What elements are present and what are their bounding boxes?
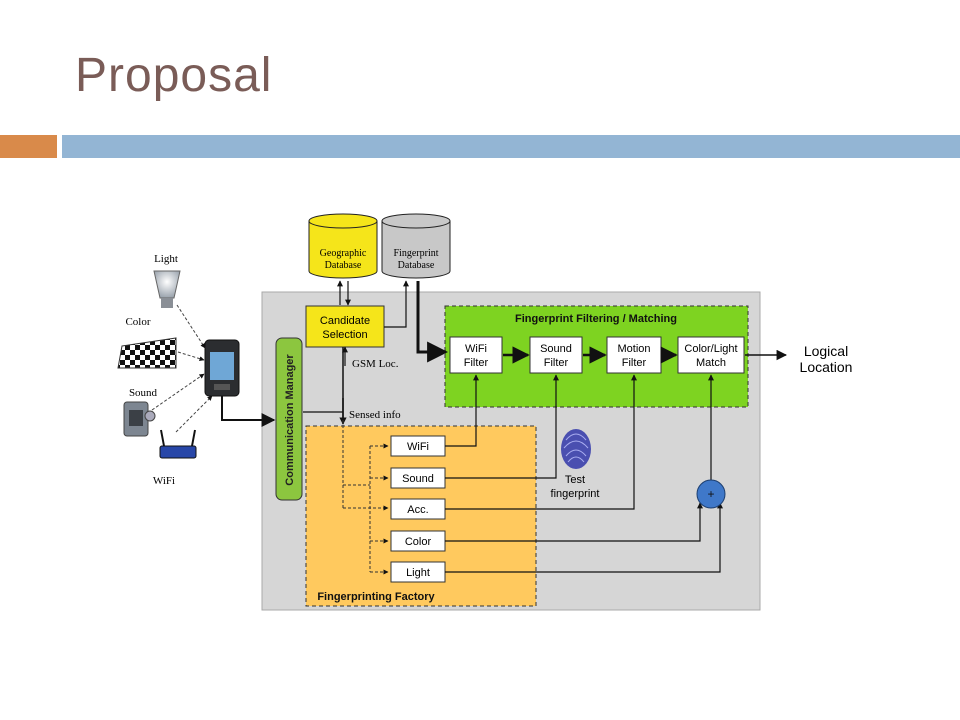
sensor-color-label: Color <box>405 536 432 548</box>
filter-wifi-label-1: WiFi <box>465 343 487 355</box>
candidate-selection-label-2: Selection <box>322 329 367 341</box>
fingerprint-database-label-2: Database <box>398 260 435 271</box>
title-accent-bar-blue <box>62 135 960 158</box>
sensor-color: Color <box>390 530 446 552</box>
sensor-sound: Sound <box>390 467 446 489</box>
candidate-selection: Candidate Selection <box>305 305 385 348</box>
filter-wifi: WiFi Filter <box>449 336 503 374</box>
combiner-node: + <box>696 479 726 509</box>
output-label-2: Location <box>800 359 853 375</box>
title-accent-bar-orange <box>0 135 57 158</box>
communication-manager-label: Communication Manager <box>284 354 296 486</box>
sensor-light-label: Light <box>406 567 430 579</box>
sound-device-icon <box>123 401 156 437</box>
filter-color-light: Color/Light Match <box>677 336 745 374</box>
source-sound-label: Sound <box>129 387 158 399</box>
gsm-loc-label: GSM Loc. <box>352 358 399 370</box>
fingerprint-database-label-1: Fingerprint <box>394 248 439 259</box>
communication-manager: Communication Manager <box>275 337 303 501</box>
source-color-label: Color <box>125 316 150 328</box>
matching-panel-title: Fingerprint Filtering / Matching <box>515 313 677 325</box>
sensor-wifi: WiFi <box>390 435 446 457</box>
candidate-selection-label-1: Candidate <box>320 315 370 327</box>
factory-panel-title: Fingerprinting Factory <box>317 591 435 603</box>
filter-color-light-label-1: Color/Light <box>684 343 737 355</box>
filter-sound: Sound Filter <box>529 336 583 374</box>
sensed-info-label: Sensed info <box>349 409 401 421</box>
light-bulb-icon <box>153 270 181 308</box>
test-fingerprint-label-2: fingerprint <box>551 488 600 500</box>
filter-motion-label-1: Motion <box>617 343 650 355</box>
wifi-router-icon <box>159 429 197 459</box>
sensor-acc: Acc. <box>390 498 446 520</box>
geographic-database: Geographic Database <box>308 213 378 279</box>
source-wifi-label: WiFi <box>153 475 175 487</box>
filter-sound-label-2: Filter <box>544 357 569 369</box>
source-light-label: Light <box>154 253 178 265</box>
sensor-light: Light <box>390 561 446 583</box>
filter-color-light-label-2: Match <box>696 357 726 369</box>
filter-sound-label-1: Sound <box>540 343 572 355</box>
geographic-database-label-1: Geographic <box>320 248 367 259</box>
filter-wifi-label-2: Filter <box>464 357 489 369</box>
fingerprint-database: Fingerprint Database <box>381 213 451 279</box>
filter-motion: Motion Filter <box>606 336 662 374</box>
sensor-sound-label: Sound <box>402 473 434 485</box>
color-checkerboard-icon <box>117 337 177 369</box>
sensor-acc-label: Acc. <box>407 504 428 516</box>
phone-icon <box>204 339 240 397</box>
fingerprint-icon <box>561 429 591 469</box>
geographic-database-label-2: Database <box>325 260 362 271</box>
sensor-wifi-label: WiFi <box>407 441 429 453</box>
test-fingerprint-label-1: Test <box>565 474 585 486</box>
output-label-1: Logical <box>804 343 848 359</box>
filter-motion-label-2: Filter <box>622 357 647 369</box>
slide-title: Proposal <box>75 49 273 102</box>
combiner-label: + <box>707 487 714 501</box>
